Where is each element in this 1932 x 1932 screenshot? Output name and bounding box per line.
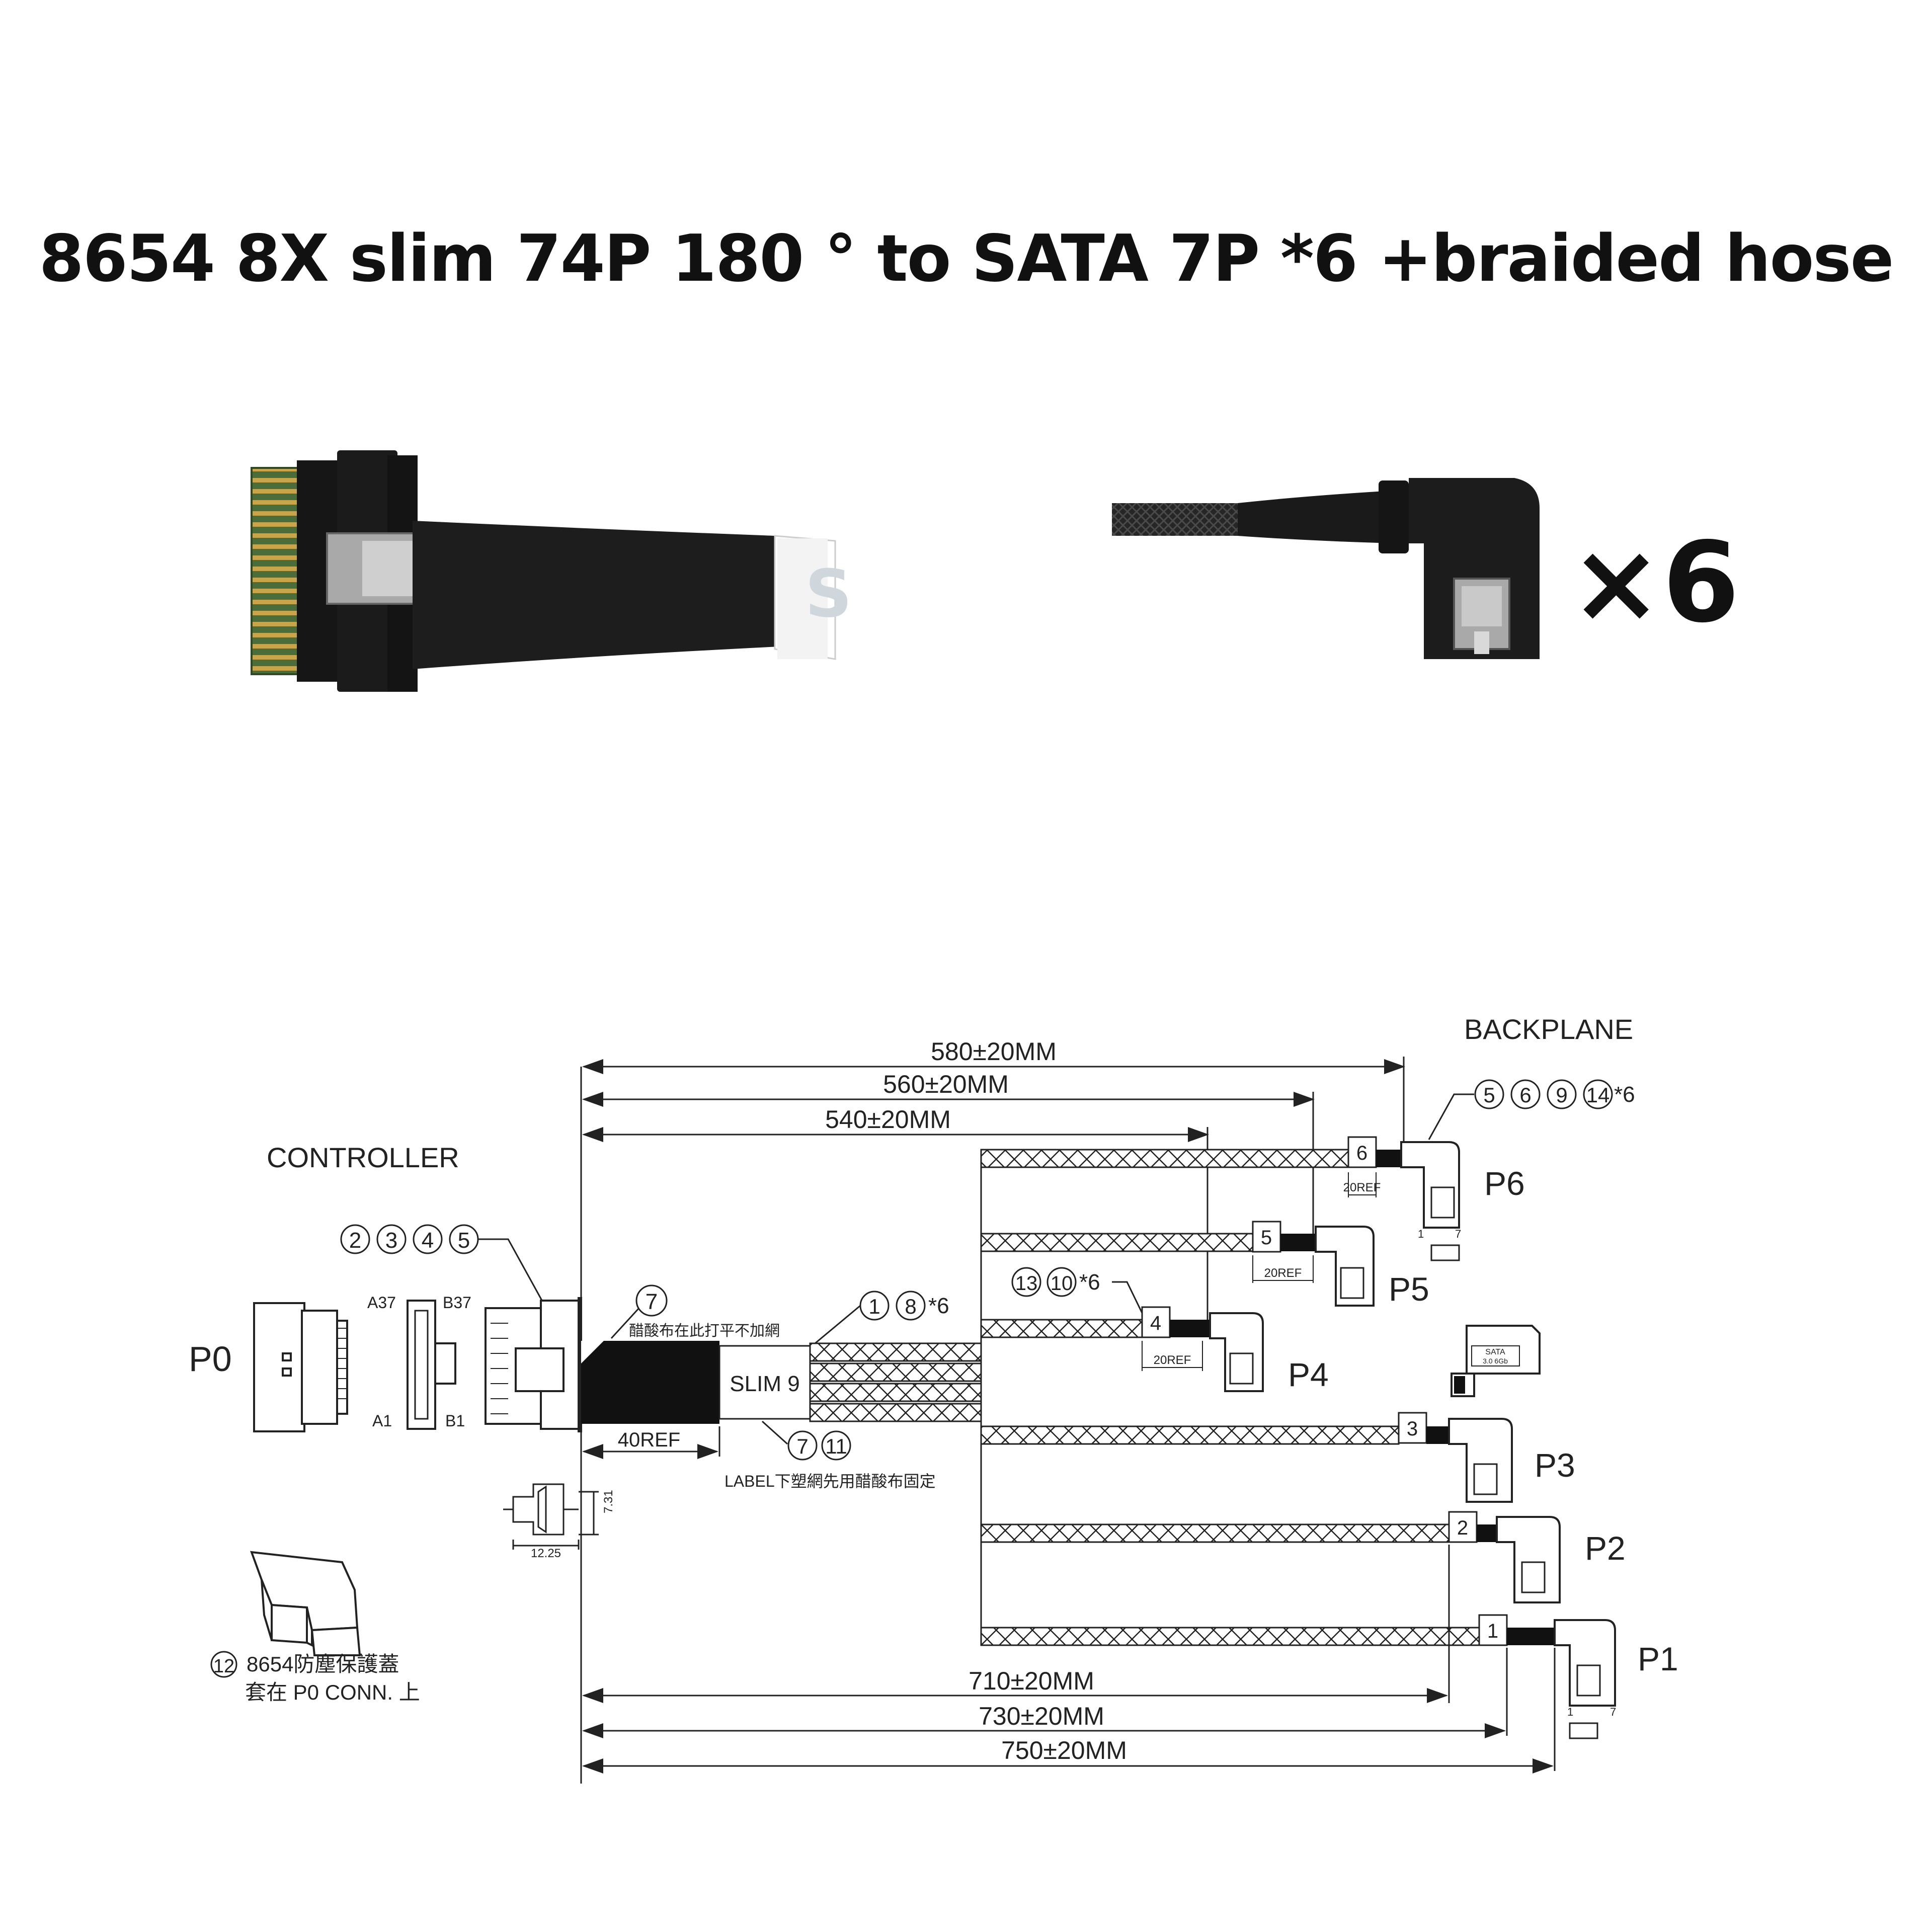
slim-label-box xyxy=(718,1345,811,1420)
svg-text:2: 2 xyxy=(1457,1517,1468,1539)
svg-text:6: 6 xyxy=(1519,1083,1531,1107)
port-p4: 4 P4 20REF xyxy=(1141,1306,1329,1393)
sleeve-length: 40REF xyxy=(618,1429,681,1451)
svg-text:2: 2 xyxy=(349,1228,361,1253)
callout-12 xyxy=(210,1651,237,1678)
dim-580: 580±20MM xyxy=(931,1037,1057,1066)
svg-text:*6: *6 xyxy=(1614,1082,1635,1107)
svg-text:B37: B37 xyxy=(443,1294,471,1312)
port-p3: 3 P3 xyxy=(1398,1412,1575,1503)
port-p2-label: P2 xyxy=(1585,1530,1626,1567)
dim-540: 540±20MM xyxy=(825,1105,951,1134)
sata-label-detail: SATA 3.0 6Gb xyxy=(1451,1325,1541,1397)
svg-text:3: 3 xyxy=(385,1228,397,1253)
sleeve-note: 醋酸布在此打平不加網 xyxy=(629,1323,780,1339)
marker-callouts xyxy=(1011,1267,1041,1297)
svg-text:4: 4 xyxy=(1150,1312,1161,1334)
braid-callouts xyxy=(859,1291,890,1321)
port-p0-label: P0 xyxy=(189,1339,232,1379)
svg-text:7: 7 xyxy=(1455,1228,1461,1240)
controller-heading: CONTROLLER xyxy=(267,1142,459,1173)
page-title: 8654 8X slim 74P 180 ° to SATA 7P *6 +br… xyxy=(39,221,1894,296)
label-note: LABEL下塑網先用醋酸布固定 xyxy=(725,1472,936,1490)
port-p2: 2 P2 xyxy=(1448,1511,1626,1603)
dim-710: 710±20MM xyxy=(969,1667,1094,1695)
dust-cover-icon xyxy=(250,1551,361,1656)
svg-text:*6: *6 xyxy=(928,1294,949,1318)
svg-text:6: 6 xyxy=(1356,1142,1367,1164)
port-p5-label: P5 xyxy=(1389,1270,1429,1308)
backplane-heading: BACKPLANE xyxy=(1464,1013,1633,1045)
branch-braids xyxy=(980,1149,1480,1646)
svg-text:B1: B1 xyxy=(445,1412,465,1430)
svg-text:13: 13 xyxy=(1015,1272,1038,1295)
bottom-dimensions xyxy=(582,1545,1556,1774)
port-p3-label: P3 xyxy=(1535,1446,1575,1484)
sleeve-callout xyxy=(635,1284,668,1317)
port-p4-label: P4 xyxy=(1288,1356,1329,1393)
svg-text:1: 1 xyxy=(1418,1228,1424,1240)
p0-connector-face xyxy=(253,1302,348,1432)
svg-text:3: 3 xyxy=(1407,1418,1418,1440)
slim-label-text: SLIM 9 xyxy=(730,1372,799,1396)
svg-text:10: 10 xyxy=(1051,1272,1073,1295)
dim-750: 750±20MM xyxy=(1001,1736,1127,1764)
svg-text:3.0 6Gb: 3.0 6Gb xyxy=(1483,1357,1508,1365)
svg-text:1: 1 xyxy=(1487,1620,1498,1642)
svg-text:A1: A1 xyxy=(372,1412,392,1430)
controller-callouts: 2 3 4 5 xyxy=(340,1224,544,1304)
sata-connector-photo xyxy=(1112,478,1540,659)
svg-text:5: 5 xyxy=(1261,1227,1272,1249)
svg-text:*6: *6 xyxy=(1079,1270,1100,1295)
svg-text:8: 8 xyxy=(905,1295,916,1318)
svg-text:7: 7 xyxy=(796,1434,808,1458)
svg-text:S: S xyxy=(805,555,852,632)
svg-text:7: 7 xyxy=(646,1290,658,1314)
shrink-sleeve xyxy=(581,1341,719,1424)
svg-text:1: 1 xyxy=(868,1295,880,1318)
svg-text:20REF: 20REF xyxy=(1154,1353,1191,1367)
svg-text:A37: A37 xyxy=(367,1294,396,1312)
dim-width: 12.25 xyxy=(531,1547,561,1560)
top-dimensions xyxy=(582,1057,1405,1328)
svg-text:14: 14 xyxy=(1586,1083,1610,1107)
dim-560: 560±20MM xyxy=(883,1070,1009,1098)
svg-text:4: 4 xyxy=(422,1228,434,1253)
svg-text:1: 1 xyxy=(1567,1706,1573,1718)
svg-text:7: 7 xyxy=(1610,1706,1616,1718)
backplane-callouts: 5 6 9 14 *6 xyxy=(1428,1079,1635,1140)
port-p5: 5 P5 20REF xyxy=(1252,1221,1429,1308)
port-p1-label: P1 xyxy=(1638,1640,1678,1677)
svg-text:11: 11 xyxy=(825,1434,847,1458)
slimsas-connector-photo: S xyxy=(251,450,852,692)
svg-text:SATA: SATA xyxy=(1485,1348,1505,1356)
p0-plug-side xyxy=(485,1297,582,1432)
port-p1: 1 P1 1 7 xyxy=(1478,1614,1678,1739)
dim-height: 7.31 xyxy=(602,1490,615,1513)
svg-text:9: 9 xyxy=(1556,1083,1567,1107)
p0-pin-view: A37 B37 A1 B1 xyxy=(367,1294,471,1430)
port-p6: 6 P6 20REF 1 7 xyxy=(1343,1136,1525,1261)
svg-text:20REF: 20REF xyxy=(1343,1181,1381,1194)
trunk-braids xyxy=(809,1342,982,1422)
svg-text:12: 12 xyxy=(213,1656,234,1677)
svg-text:5: 5 xyxy=(1483,1083,1495,1107)
cover-note-2: 套在 P0 CONN. 上 xyxy=(245,1680,420,1704)
svg-text:20REF: 20REF xyxy=(1264,1266,1302,1280)
port-p6-label: P6 xyxy=(1484,1165,1525,1202)
svg-text:5: 5 xyxy=(458,1228,470,1253)
quantity-label: ×6 xyxy=(1570,518,1740,647)
dim-730: 730±20MM xyxy=(979,1702,1104,1730)
cover-note-1: 8654防塵保護蓋 xyxy=(247,1652,399,1676)
latch-detail xyxy=(503,1483,599,1550)
